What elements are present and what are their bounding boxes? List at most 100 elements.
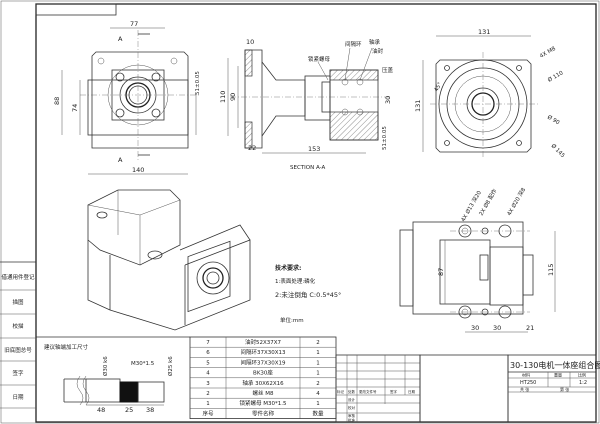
part-qty: 4 bbox=[316, 391, 320, 397]
dim-angle: 45° bbox=[434, 81, 444, 93]
isometric-view bbox=[87, 189, 251, 331]
part-name: 锁紧螺母 M30*1.5 bbox=[240, 399, 287, 407]
parts-header: 零件名称 bbox=[252, 409, 275, 417]
section-title: SECTION A-A bbox=[290, 165, 325, 171]
section-mark: A bbox=[118, 35, 123, 43]
section-mark: A bbox=[118, 156, 123, 164]
tech-title: 技术要求: bbox=[275, 264, 301, 272]
front-view: A A 77 140 88 74 51±0.05 bbox=[53, 20, 201, 175]
dim-dia1: Ø30 k6 bbox=[102, 356, 109, 376]
callout-lock-nut: 锁紧螺母 bbox=[308, 55, 331, 63]
part-number: 1 bbox=[206, 401, 210, 407]
strip-label: 借通用件登记 bbox=[1, 273, 35, 281]
sheet-total: 共 张 bbox=[520, 386, 529, 392]
dim-shaft-height: 51±0.05 bbox=[382, 126, 388, 150]
part-number: 4 bbox=[206, 371, 210, 377]
callout-cover: 压盖 bbox=[382, 66, 394, 74]
dim-pilot: Ø 90 bbox=[546, 114, 561, 127]
part-name: 轴承 30X62X16 bbox=[242, 379, 284, 387]
dim-outer: Ø 145 bbox=[550, 142, 567, 159]
part-name: 油封52X37X7 bbox=[245, 338, 282, 346]
section-view: 10 110 90 22 153 30 51±0.05 SECTION A-A … bbox=[219, 38, 394, 171]
dim-pitch2: 30 bbox=[493, 324, 501, 332]
unit-note: 单位:mm bbox=[280, 316, 304, 324]
part-number: 6 bbox=[206, 350, 210, 356]
parts-header: 序号 bbox=[202, 409, 214, 417]
strip-label: 校描 bbox=[12, 322, 24, 330]
dim-flange-base: 22 bbox=[248, 144, 256, 152]
callout-spacer: 间隔环 bbox=[345, 40, 362, 48]
rev-role: 校对 bbox=[348, 405, 356, 410]
part-number: 7 bbox=[206, 340, 210, 346]
rev-header: 更改文件号 bbox=[359, 389, 377, 394]
tech-requirements: 技术要求: 1:表面处理:磷化 2:未注倒角 C:0.5*45° 单位:mm bbox=[275, 264, 341, 324]
strip-label: 日期 bbox=[12, 394, 24, 401]
label-weight: 重量 bbox=[554, 372, 562, 378]
part-name: 间隔环37X30X13 bbox=[240, 348, 286, 356]
part-qty: 2 bbox=[316, 381, 320, 387]
part-name: 间隔环37X30X19 bbox=[240, 358, 286, 366]
end-view: 131 131 4X M8 Ø 110 Ø 90 Ø 145 45° bbox=[414, 28, 567, 159]
tech-item: 1:表面处理:磷化 bbox=[275, 277, 316, 285]
dim-dia2: Ø25 k6 bbox=[167, 356, 174, 376]
part-qty: 1 bbox=[316, 350, 320, 356]
part-number: 5 bbox=[206, 360, 210, 366]
dim-len3: 38 bbox=[146, 406, 154, 414]
dim-pcd: Ø 110 bbox=[547, 69, 565, 84]
left-record-strip: 借通用件登记 描图 校描 旧底图总号 签字 日期 bbox=[0, 261, 36, 409]
dim-holes-c: 4X Ø20 深8 bbox=[505, 186, 528, 217]
rev-role: 设计 bbox=[348, 397, 356, 402]
tech-item: 2:未注倒角 C:0.5*45° bbox=[275, 290, 341, 299]
dim-pilot: 90 bbox=[229, 93, 237, 101]
dim-height-a: 87 bbox=[437, 268, 445, 276]
thread-callout: M30*1.5 bbox=[131, 361, 155, 367]
dim-length: 153 bbox=[308, 145, 320, 153]
parts-list: 7 油封52X37X7 2 6 间隔环37X30X13 1 5 间隔环37X30X19 1 4 BK… bbox=[189, 336, 337, 419]
dim-holes: 4X M8 bbox=[539, 46, 557, 60]
rev-header: 日期 bbox=[408, 389, 416, 394]
rev-role: 审核 bbox=[348, 413, 356, 418]
callout-oil-seal: 油封 bbox=[372, 47, 384, 55]
part-name: BK30座 bbox=[253, 369, 273, 377]
drawing-title: 30-130电机一体座组合图 bbox=[510, 360, 600, 370]
part-qty: 1 bbox=[316, 360, 320, 366]
dim-flange-thk: 10 bbox=[246, 38, 254, 46]
dim-width: 131 bbox=[478, 28, 490, 36]
strip-label: 签字 bbox=[12, 369, 24, 377]
rev-role: 批准 bbox=[348, 418, 356, 423]
dim-height-outer: 88 bbox=[53, 97, 61, 105]
dim-shaft-dia: 30 bbox=[384, 96, 392, 104]
strip-label: 旧底图总号 bbox=[4, 346, 32, 354]
dim-width-top: 77 bbox=[130, 20, 138, 28]
shaft-end-title: 建议轴端加工尺寸 bbox=[44, 343, 89, 351]
dim-width-bottom: 140 bbox=[132, 166, 144, 174]
revision-block: 标记 处数 更改文件号 签字 日期 设计 校对 审核 批准 bbox=[335, 354, 509, 423]
dim-len1: 48 bbox=[97, 406, 105, 414]
rev-header: 处数 bbox=[348, 389, 356, 394]
callout-bearing: 轴承 bbox=[369, 38, 381, 46]
part-number: 2 bbox=[206, 391, 210, 397]
rev-header: 签字 bbox=[390, 389, 398, 394]
bottom-view: 87 115 30 30 21 4X Ø13 深20 2X Ø8 配作 4X Ø… bbox=[399, 186, 556, 333]
sheet-number: 第 张 bbox=[560, 386, 569, 392]
label-material: 材料 bbox=[522, 372, 530, 378]
dim-holes-a: 4X Ø13 深20 bbox=[459, 189, 483, 223]
part-qty: 1 bbox=[316, 371, 320, 377]
dim-height: 131 bbox=[414, 100, 422, 112]
strip-label: 描图 bbox=[12, 298, 24, 306]
dim-len2: 25 bbox=[125, 406, 133, 414]
dim-shaft-height: 51±0.05 bbox=[195, 71, 201, 95]
scale-value: 1:2 bbox=[579, 380, 587, 386]
part-name: 螺丝 M8 bbox=[253, 389, 274, 397]
title-block: 30-130电机一体座组合图 材料 重量 比例 HT250 1:2 共 张 第 … bbox=[507, 354, 600, 423]
parts-header: 数量 bbox=[312, 409, 324, 417]
dim-pitch1: 30 bbox=[471, 324, 479, 332]
material-value: HT250 bbox=[520, 380, 536, 386]
part-number: 3 bbox=[206, 381, 210, 387]
dim-end: 21 bbox=[526, 324, 534, 332]
label-scale: 比例 bbox=[578, 372, 586, 378]
rev-header: 标记 bbox=[337, 389, 345, 394]
